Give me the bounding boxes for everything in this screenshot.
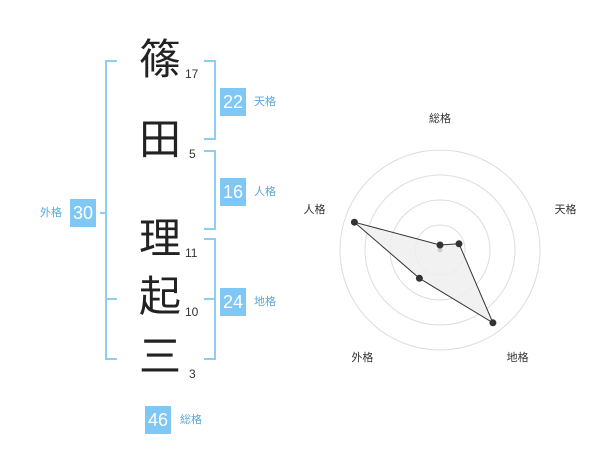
tenkaku-bracket-bottom bbox=[204, 138, 216, 140]
gaikaku-label: 外格 bbox=[40, 206, 62, 219]
radar-axis-label-2: 天格 bbox=[555, 202, 577, 216]
radar-center-dot bbox=[437, 247, 443, 253]
radar-ring-4 bbox=[339, 149, 541, 351]
name-char-4: 起 bbox=[138, 272, 181, 321]
radar-point-3 bbox=[489, 319, 497, 327]
stroke-count-2: 5 bbox=[189, 147, 196, 161]
stroke-count-1: 17 bbox=[185, 67, 199, 81]
gaikaku-bracket-mid bbox=[105, 298, 117, 300]
name-char-3: 理 bbox=[138, 214, 181, 263]
name-char-5: 三 bbox=[138, 332, 181, 381]
jinkaku-bracket-vertical bbox=[214, 150, 216, 230]
gaikaku-bracket-bottom bbox=[105, 358, 117, 360]
name-char-2: 田 bbox=[138, 115, 181, 164]
radar-point-1 bbox=[436, 241, 444, 249]
radar-point-5 bbox=[350, 218, 358, 226]
jinkaku-bracket-bottom bbox=[204, 228, 216, 230]
radar-axis-label-3: 地格 bbox=[507, 350, 529, 364]
tenkaku-label: 天格 bbox=[254, 95, 276, 108]
stroke-count-3: 11 bbox=[185, 246, 198, 260]
soukaku-label: 総格 bbox=[180, 413, 202, 426]
chikaku-label: 地格 bbox=[254, 295, 276, 308]
stroke-count-4: 10 bbox=[185, 305, 199, 319]
radar-point-2 bbox=[455, 240, 463, 248]
chikaku-value: 24 bbox=[220, 288, 247, 316]
jinkaku-label: 人格 bbox=[254, 185, 276, 198]
gaikaku-bracket-top bbox=[105, 60, 117, 62]
chikaku-bracket-mid bbox=[204, 298, 216, 300]
radar-axis-label-4: 外格 bbox=[351, 350, 373, 364]
jinkaku-bracket-top bbox=[204, 150, 216, 152]
jinkaku-value: 16 bbox=[220, 178, 247, 206]
radar-point-4 bbox=[415, 274, 423, 282]
chikaku-bracket-bottom bbox=[204, 358, 216, 360]
name-char-1: 篠 bbox=[138, 35, 181, 84]
radar-ring-3 bbox=[364, 174, 516, 326]
stroke-count-5: 3 bbox=[189, 367, 196, 381]
gaikaku-bracket-connector bbox=[100, 212, 106, 214]
radar-axis-label-5: 人格 bbox=[304, 202, 326, 216]
soukaku-value: 46 bbox=[145, 406, 172, 434]
gaikaku-bracket-vertical bbox=[105, 60, 107, 360]
radar-axis-label-1: 総格 bbox=[429, 111, 451, 125]
gaikaku-value: 30 bbox=[70, 199, 97, 227]
tenkaku-bracket-vertical bbox=[214, 60, 216, 140]
tenkaku-bracket-top bbox=[204, 60, 216, 62]
chikaku-bracket-top bbox=[204, 238, 216, 240]
radar-series-polygon bbox=[354, 221, 494, 325]
tenkaku-value: 22 bbox=[220, 88, 247, 116]
